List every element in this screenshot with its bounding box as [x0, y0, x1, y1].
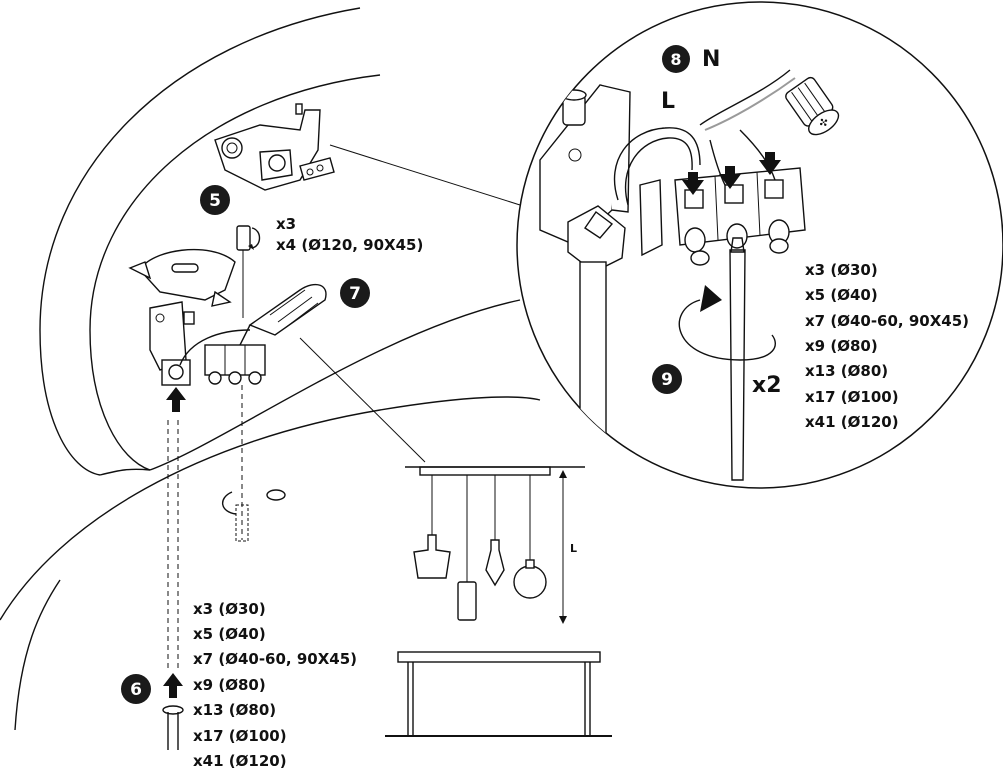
up-arrow-icon: [166, 387, 186, 412]
svg-text:7: 7: [349, 284, 361, 304]
terminal-block-small: [179, 329, 266, 385]
quantity-list-detail: x3 (Ø30) x5 (Ø40) x7 (Ø40-60, 90X45) x9 …: [805, 261, 974, 431]
assembly-guide-lines: [167, 385, 243, 670]
svg-text:9: 9: [661, 370, 673, 390]
canopy-disc: [0, 7, 541, 731]
detail-circle: ✣: [516, 1, 1003, 489]
rotation-count-label: x2: [752, 373, 782, 398]
rotation-arrow-icon: [248, 244, 254, 250]
terminal-bracket: [149, 301, 195, 386]
detail-leader-line: [329, 144, 521, 206]
step-5-badge: 5: [200, 185, 230, 215]
svg-text:8: 8: [670, 50, 681, 69]
screwdriver-icon: [239, 283, 327, 346]
screw-count-label: x3 x4 (Ø120, 90X45): [276, 215, 423, 254]
pendant-illustration: L: [405, 466, 585, 624]
length-label: L: [570, 542, 577, 555]
mounting-plate: [128, 248, 236, 307]
lower-screw: [222, 489, 286, 542]
pendant-leader-line: [299, 337, 426, 463]
fixing-screw: [236, 225, 261, 318]
suspension-rod: [162, 705, 184, 750]
step-9-badge: 9: [652, 364, 682, 394]
svg-text:5: 5: [209, 191, 221, 211]
table-illustration: [385, 651, 612, 737]
rotation-arrow-icon: [700, 285, 722, 312]
down-arrow-icon: [682, 172, 704, 195]
quantity-list-bottom: x3 (Ø30) x5 (Ø40) x7 (Ø40-60, 90X45) x9 …: [193, 600, 362, 770]
neutral-wire-label: N: [702, 47, 720, 72]
svg-text:6: 6: [130, 680, 142, 700]
step-8-badge: 8: [662, 45, 690, 73]
down-arrow-icon: [719, 166, 741, 189]
up-arrow-icon: [163, 673, 183, 698]
down-arrow-icon: [759, 152, 781, 175]
step-7-badge: 7: [340, 278, 370, 308]
live-wire-label: L: [661, 89, 675, 114]
step-6-badge: 6: [121, 674, 151, 704]
canopy-bracket: [214, 103, 335, 191]
